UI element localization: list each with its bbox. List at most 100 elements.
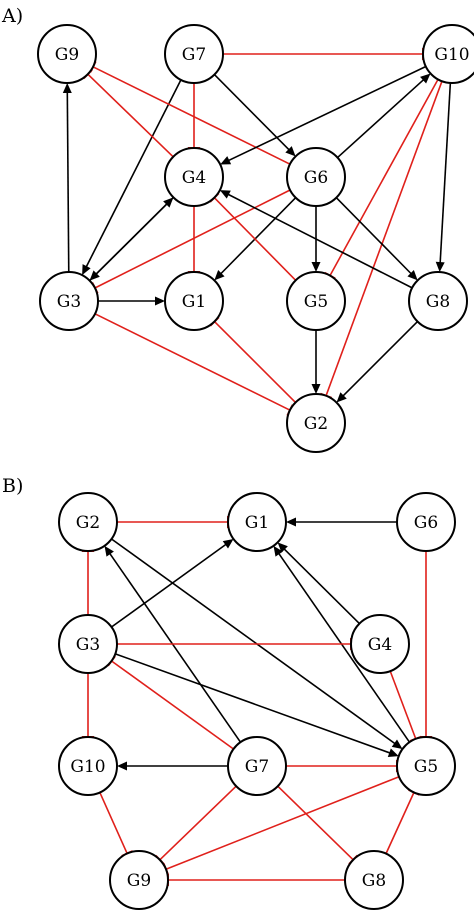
arrowhead xyxy=(311,262,321,272)
panel-a-node-g7: G7 xyxy=(164,24,224,84)
edge-line xyxy=(111,538,397,745)
panel-a-edge-g6-to-g8 xyxy=(335,197,418,281)
node-label: G6 xyxy=(414,513,438,533)
panel-a-edge-g8-to-g4 xyxy=(219,190,413,289)
panel-a-edge-g3-to-g9 xyxy=(62,82,72,273)
node-circle xyxy=(39,271,99,331)
panel-b-edge-g3-to-g2 xyxy=(82,550,94,615)
panel-a-node-g8: G8 xyxy=(408,271,468,331)
edge-line xyxy=(99,792,128,854)
arrowhead xyxy=(273,545,283,557)
node-label: G10 xyxy=(434,45,469,65)
panel-b-edge-g3-to-g1 xyxy=(111,538,234,628)
arrowhead xyxy=(62,82,72,94)
node-label: G1 xyxy=(182,292,206,312)
panel-a-edge-g3-to-g1 xyxy=(98,296,165,306)
edge-line xyxy=(213,320,297,404)
edge-line xyxy=(277,551,411,743)
arrowhead xyxy=(104,545,114,557)
edge-line xyxy=(282,547,360,625)
node-circle xyxy=(344,850,404,910)
panel-a-edge-g10-to-g8 xyxy=(435,82,452,273)
panel-a-edge-g7-to-g10 xyxy=(223,48,424,60)
node-label: G5 xyxy=(304,292,328,312)
panel-b-node-g9: G9 xyxy=(109,850,169,910)
arrowhead xyxy=(420,73,431,84)
edge-line xyxy=(92,66,291,165)
panel-b-edge-g7-to-g3 xyxy=(107,655,234,750)
panel-b-edge-g8-to-g5 xyxy=(385,788,420,854)
edge-line xyxy=(219,197,297,276)
node-circle xyxy=(37,24,97,84)
arrowhead xyxy=(222,538,234,549)
node-circle xyxy=(350,614,410,674)
edge-line xyxy=(389,670,417,740)
edge-line xyxy=(94,313,291,411)
panel-b-edge-g8-to-g9 xyxy=(167,874,345,886)
node-circle xyxy=(408,271,468,331)
node-circle xyxy=(396,736,456,796)
panel-a-edge-g4-to-g9 xyxy=(82,69,174,158)
edge-line xyxy=(115,653,392,755)
edge-line xyxy=(165,775,400,871)
panel-a-node-g1: G1 xyxy=(164,271,224,331)
edge-line xyxy=(325,80,443,397)
edge-line xyxy=(335,197,413,276)
node-label: G4 xyxy=(182,168,206,188)
edge-line xyxy=(336,78,426,159)
panel-a-edge-g6-to-g1 xyxy=(214,197,297,281)
edge-line xyxy=(66,90,70,273)
node-circle xyxy=(164,271,224,331)
panel-a-edge-g4-to-g1 xyxy=(188,206,200,273)
node-circle xyxy=(286,147,346,207)
edge-line xyxy=(84,79,182,269)
panel-b-edge-g3-to-g5 xyxy=(115,653,399,757)
arrowhead xyxy=(220,156,232,165)
panel-b-edge-g5-to-g1 xyxy=(273,545,411,743)
panel-b-node-g10: G10 xyxy=(58,736,118,796)
node-label: G2 xyxy=(304,414,328,434)
edge-line xyxy=(385,792,415,854)
edge-line xyxy=(94,189,291,289)
edge-line xyxy=(329,79,439,276)
edge-line xyxy=(159,785,237,861)
panel-b-node-g3: G3 xyxy=(58,614,118,674)
panel-b-edge-g10-to-g9 xyxy=(99,792,134,857)
node-label: G7 xyxy=(245,757,269,777)
panel-b-node-g8: G8 xyxy=(344,850,404,910)
panel-a-node-g4: G4 xyxy=(164,147,224,207)
node-circle xyxy=(286,393,346,453)
panel-a-edge-g4-to-g3 xyxy=(89,196,174,281)
edge-line xyxy=(108,551,242,743)
arrowhead xyxy=(286,517,296,527)
node-label: G2 xyxy=(76,513,100,533)
panel-b-edge-g6-to-g1 xyxy=(286,517,397,527)
edge-line xyxy=(87,73,174,158)
edge-line xyxy=(111,660,234,750)
arrowhead xyxy=(285,146,296,157)
panel-a-node-g5: G5 xyxy=(286,271,346,331)
panel-b-edge-g7-to-g9 xyxy=(154,785,237,865)
node-circle xyxy=(58,492,118,552)
node-circle xyxy=(58,614,118,674)
node-label: G8 xyxy=(362,871,386,891)
arrowhead xyxy=(435,261,445,273)
panel-b-edge-g6-to-g5 xyxy=(420,551,432,738)
node-circle xyxy=(164,147,224,207)
arrowhead xyxy=(155,296,165,306)
panel-a-edge-g6-to-g10 xyxy=(336,73,431,159)
panel-a-node-g3: G3 xyxy=(39,271,99,331)
arrowhead xyxy=(214,270,225,281)
arrowhead xyxy=(391,739,403,750)
panel-a-label: A) xyxy=(1,5,23,27)
node-circle xyxy=(286,271,346,331)
edge-line xyxy=(111,543,228,628)
panel-a-edge-g10-to-g2 xyxy=(320,80,443,399)
edge-line xyxy=(439,82,452,265)
panel-b-edge-g7-to-g5 xyxy=(286,760,398,772)
node-label: G7 xyxy=(182,45,206,65)
edge-line xyxy=(341,320,419,398)
node-label: G9 xyxy=(127,871,151,891)
